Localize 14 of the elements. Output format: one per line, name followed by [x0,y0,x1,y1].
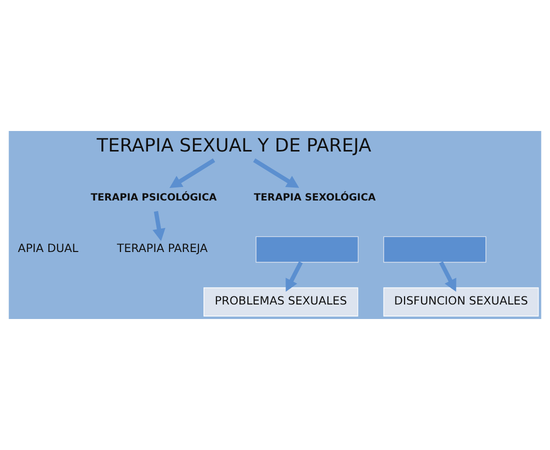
node-box: PROBLEMAS SEXUALES [204,287,358,317]
node-text: APIA DUAL [18,241,78,256]
node-box [256,236,359,263]
node-text: TERAPIA SEXOLÓGICA [254,192,376,204]
node-text: TERAPIA PSICOLÓGICA [90,192,217,204]
arrow [169,158,216,188]
node-text: TERAPIA SEXUAL Y DE PAREJA [96,135,372,156]
arrow [253,158,300,188]
node-box: DISFUNCION SEXUALES [383,287,539,317]
arrow [152,211,166,242]
node-text: TERAPIA PAREJA [117,241,208,256]
node-box [383,236,486,263]
arrow [439,261,456,292]
arrow [286,261,303,292]
